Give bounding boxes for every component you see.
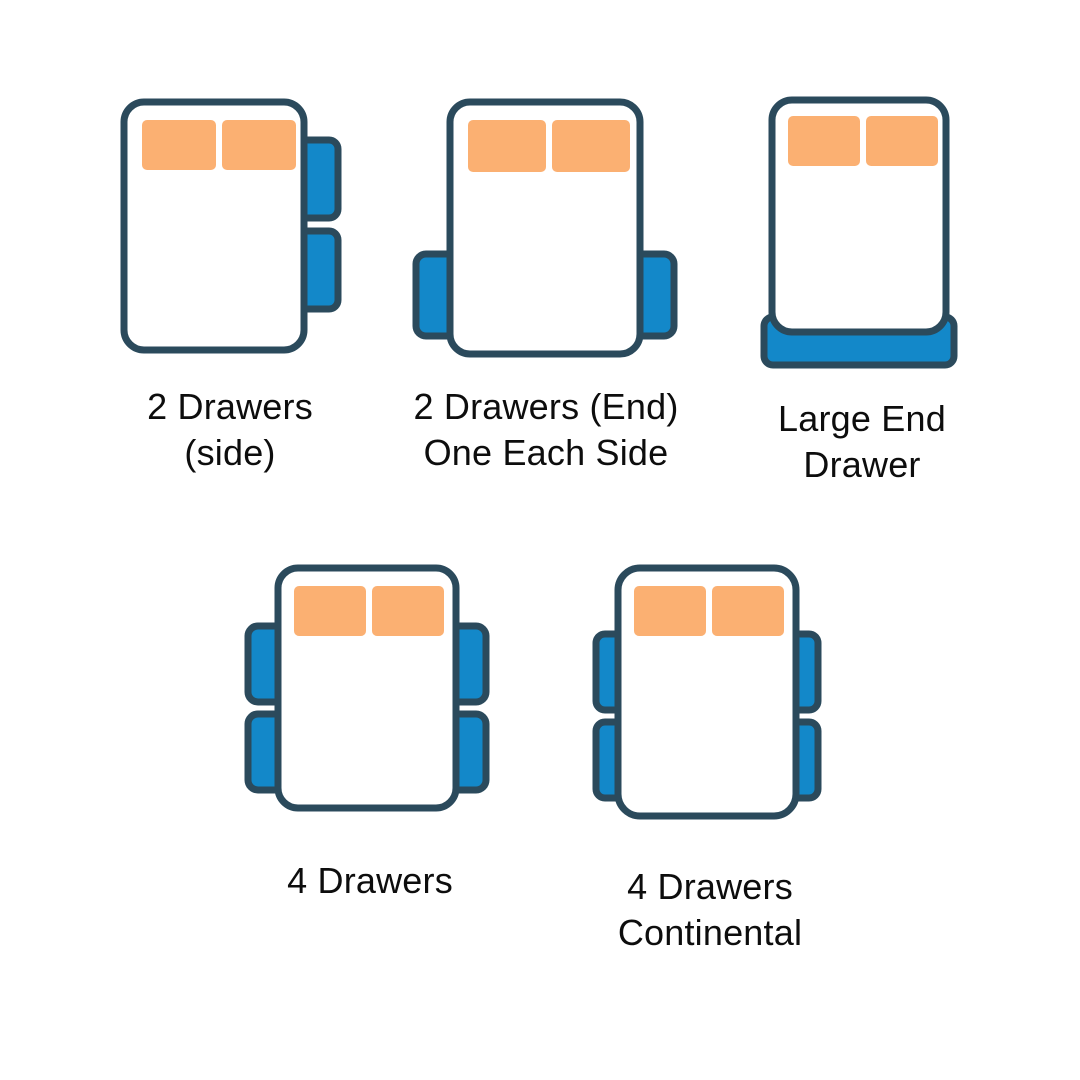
pillow-right-icon xyxy=(712,586,784,636)
pillow-left-icon xyxy=(142,120,216,170)
four-drawers-continental-svg xyxy=(592,564,822,820)
bed-label-two-drawers-side: 2 Drawers (side) xyxy=(147,386,313,474)
bed-label-two-drawers-end: 2 Drawers (End) One Each Side xyxy=(413,386,679,474)
two-drawers-side-svg xyxy=(120,98,342,354)
pillow-left-icon xyxy=(294,586,366,636)
bed-label-four-drawers: 4 Drawers xyxy=(287,860,453,901)
bed-option-large-end-drawer[interactable]: Large End Drawer xyxy=(752,86,972,485)
bed-icon-large-end-drawer xyxy=(752,86,972,381)
pillow-left-icon xyxy=(788,116,860,166)
pillow-right-icon xyxy=(222,120,296,170)
bed-icon-two-drawers-end xyxy=(406,88,686,373)
large-end-drawer-svg xyxy=(760,96,958,369)
bed-option-four-drawers[interactable]: 4 Drawers xyxy=(240,556,500,901)
bed-icon-four-drawers-continental xyxy=(580,556,840,826)
bed-icon-two-drawers-side xyxy=(100,88,360,368)
pillow-right-icon xyxy=(552,120,630,172)
bed-label-four-drawers-continental: 4 Drawers Continental xyxy=(617,866,803,954)
pillow-right-icon xyxy=(866,116,938,166)
pillow-right-icon xyxy=(372,586,444,636)
two-drawers-end-svg xyxy=(412,98,678,358)
four-drawers-svg xyxy=(244,564,490,812)
pillow-left-icon xyxy=(634,586,706,636)
pillow-left-icon xyxy=(468,120,546,172)
bed-option-two-drawers-end[interactable]: 2 Drawers (End) One Each Side xyxy=(406,88,686,473)
bed-option-two-drawers-side[interactable]: 2 Drawers (side) xyxy=(100,88,360,473)
bed-icon-four-drawers xyxy=(240,556,500,826)
bed-option-four-drawers-continental[interactable]: 4 Drawers Continental xyxy=(580,556,840,953)
bed-label-large-end-drawer: Large End Drawer xyxy=(778,398,946,486)
